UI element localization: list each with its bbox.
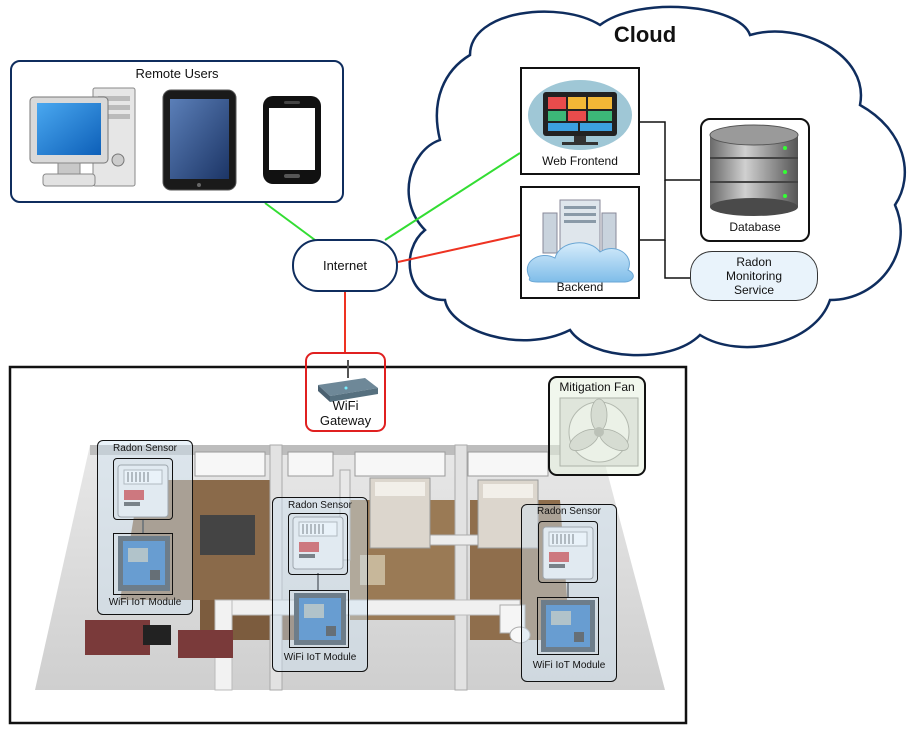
radon-monitoring-service-box — [690, 251, 818, 301]
database-icon — [709, 124, 799, 216]
sensor-unit-1-sensor-frame — [113, 458, 173, 520]
tablet-icon — [162, 89, 237, 191]
sensor-unit-1-module-label: WiFi IoT Module — [108, 597, 182, 608]
mitigation-fan-label: Mitigation Fan — [559, 380, 635, 394]
internet-node — [292, 239, 398, 292]
link-frontend-database — [640, 121, 700, 181]
backend-label: Backend — [556, 280, 604, 294]
internet-label: Internet — [322, 258, 368, 273]
router-icon — [318, 360, 378, 402]
server-cloud-icon — [527, 199, 634, 283]
smartphone-icon — [263, 96, 321, 184]
monitor-dashboard-icon — [528, 80, 632, 150]
remote-users-panel — [10, 60, 344, 203]
database-label: Database — [729, 220, 781, 234]
sensor-unit-2-module-frame — [289, 590, 349, 648]
remote-users-title: Remote Users — [135, 66, 219, 81]
backend-box — [520, 186, 640, 299]
sensor-unit-2-module-label: WiFi IoT Module — [283, 652, 357, 663]
link-internet-backend — [397, 234, 521, 263]
sensor-unit-2 — [272, 497, 368, 672]
web-frontend-box — [520, 67, 640, 175]
sensor-unit-3-sensor-frame — [538, 521, 598, 583]
radon-monitoring-line2: Monitoring — [725, 269, 783, 283]
desktop-computer-icon — [29, 87, 136, 187]
sensor-unit-1-sensor-label: Radon Sensor — [113, 443, 177, 454]
wifi-gateway-line2: Gateway — [319, 413, 372, 428]
wifi-gateway-line1: WiFi — [332, 398, 359, 413]
sensor-unit-3-sensor-label: Radon Sensor — [537, 506, 601, 517]
sensor-unit-3-module-label: WiFi IoT Module — [532, 660, 606, 671]
link-backend-service — [664, 240, 690, 279]
cloud-title: Cloud — [613, 22, 677, 47]
database-box — [700, 118, 810, 242]
link-internet-frontend — [384, 152, 521, 241]
mitigation-fan-box — [548, 376, 646, 476]
radon-monitoring-line3: Service — [733, 283, 774, 297]
link-remote-internet — [264, 202, 316, 241]
wifi-gateway-box — [305, 352, 386, 432]
cloud-shape — [407, 5, 907, 357]
sensor-unit-2-sensor-frame — [288, 513, 348, 575]
sensor-unit-2-sensor-label: Radon Sensor — [288, 500, 352, 511]
web-frontend-label: Web Frontend — [542, 154, 618, 168]
sensor-unit-3-module-frame — [537, 597, 599, 655]
sensor-unit-1-module-frame — [113, 533, 173, 595]
radon-monitoring-line1: Radon — [736, 255, 772, 269]
sensor-device-icons — [117, 464, 595, 652]
